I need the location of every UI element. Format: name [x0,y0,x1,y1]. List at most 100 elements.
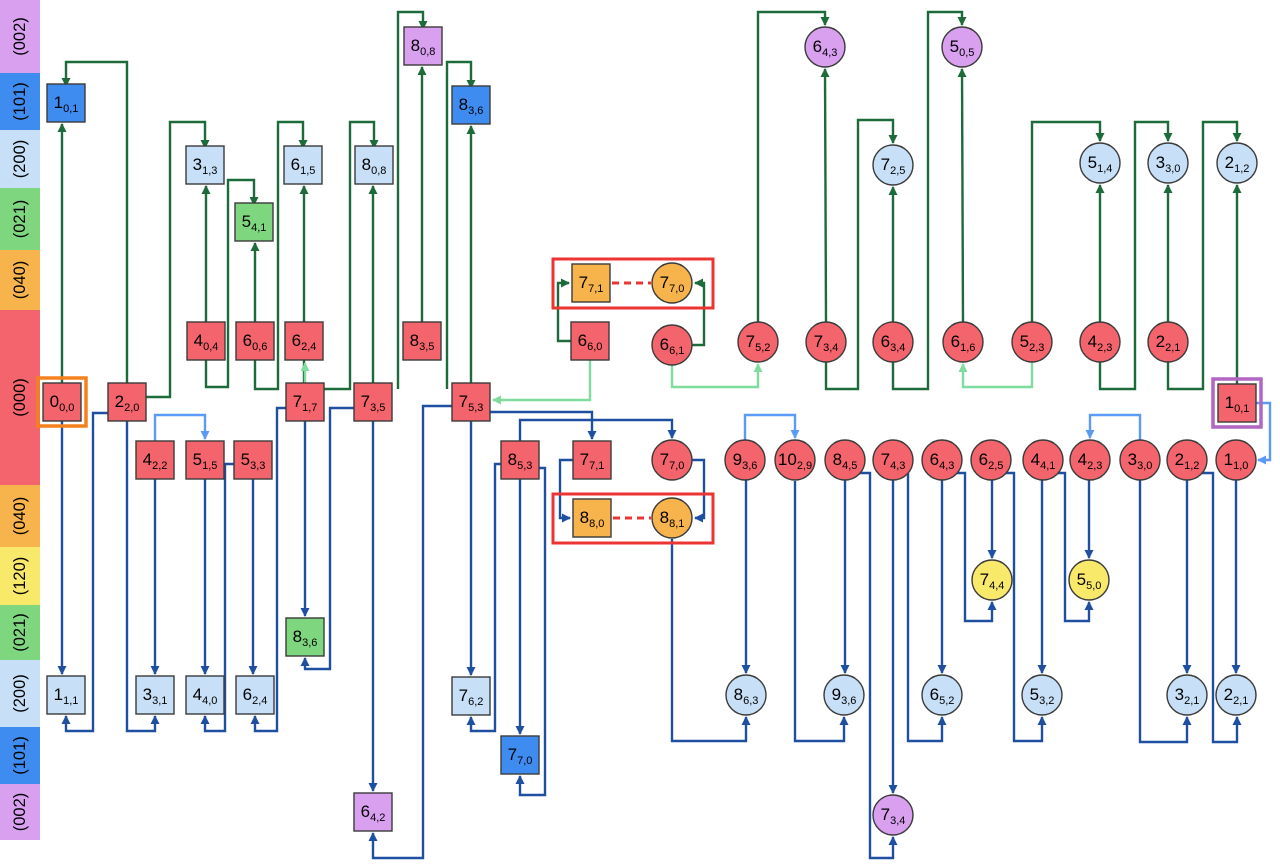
state-7-7-1: 77,1 [572,440,612,480]
transition-arrow-dg [957,68,967,323]
irrep-band-swatch [0,188,40,250]
state-shape-square [572,498,612,538]
state-7-7-0: 77,0 [500,735,540,775]
irrep-band-label: (040) [11,261,29,300]
state-4-2-2: 42,2 [135,440,175,480]
state-label: 11,1 [54,685,79,707]
state-shape-circle [1147,142,1189,184]
state-4-2-3: 42,3 [1079,321,1121,363]
state-7-4-4: 74,4 [971,559,1013,601]
state-7-3-5: 73,5 [353,382,393,422]
state-shape-circle [774,439,816,481]
state-shape-circle [724,439,766,481]
state-label: 55,0 [1077,570,1102,592]
state-label: 64,2 [361,802,386,824]
irrep-band-swatch [0,250,40,310]
state-label: 80,8 [411,36,436,58]
transition-arrows [57,10,1272,860]
state-shape-square [353,382,393,422]
irrep-band-label: (002) [11,17,29,56]
state-label: 61,6 [951,332,976,354]
state-1-0-1: 10,1 [1217,383,1257,423]
state-label: 33,1 [143,685,168,707]
state-1-0-1: 10,1 [46,83,86,123]
irrep-band-swatch [0,0,40,73]
irrep-band-(021): (021) [0,605,40,660]
state-shape-square [46,675,86,715]
transition-arrow-db [793,481,849,743]
state-shape-circle [872,439,914,481]
irrep-band-label: (120) [11,557,29,596]
state-4-0-4: 40,4 [186,321,226,361]
state-4-4-0: 44,0 [185,675,225,715]
transition-arrow-dg [146,120,210,399]
state-2-1-2: 21,2 [1166,439,1208,481]
state-shape-square [571,263,611,303]
irrep-band-label: (101) [11,736,29,775]
state-label: 80,8 [362,155,387,177]
state-shape-square [451,676,491,716]
state-shape-circle [1022,439,1064,481]
state-5-5-0: 55,0 [1068,559,1110,601]
state-label: 50,5 [950,37,975,59]
state-label: 53,3 [241,450,266,472]
transition-arrow-db [670,539,751,743]
transition-arrow-dg [824,118,898,391]
state-shape-circle [1079,142,1121,184]
transition-arrow-dg [756,10,830,322]
state-label: 10,1 [54,93,79,115]
state-label: 88,0 [580,508,605,530]
state-shape-square [1217,383,1257,423]
state-label: 42,3 [1088,332,1113,354]
state-shape-circle [1147,321,1189,363]
state-shape-square [235,675,275,715]
state-7-6-2: 76,2 [451,676,491,716]
state-label: 84,5 [833,450,858,472]
state-label: 85,3 [508,450,533,472]
state-label: 93,6 [832,685,857,707]
state-shape-square [570,321,610,361]
state-6-4-3: 64,3 [804,26,846,68]
transition-arrow-lg [670,363,763,389]
state-shape-square [46,83,86,123]
state-7-5-2: 75,2 [737,321,779,363]
irrep-band-(002): (002) [0,784,40,840]
highlight-boxes [36,257,1263,545]
transition-arrow-db [1202,471,1242,744]
state-6-6-0: 66,0 [570,321,610,361]
state-shape-square [451,382,491,422]
state-label: 83,6 [293,627,318,649]
irrep-band-label: (002) [11,793,29,832]
state-9-3-6: 93,6 [724,439,766,481]
state-shape-square [185,440,225,480]
state-label: 77,0 [508,745,533,767]
state-6-1-6: 61,6 [942,321,984,363]
state-shape-circle [651,324,693,366]
transition-arrow-dg [820,68,830,323]
state-label: 102,9 [778,450,812,472]
state-label: 32,1 [1175,685,1200,707]
state-3-2-1: 32,1 [1166,674,1208,716]
state-shape-circle [737,321,779,363]
state-3-3-0: 33,0 [1147,142,1189,184]
state-label: 72,5 [881,155,906,177]
state-label: 75,2 [746,332,771,354]
state-shape-square [284,321,324,361]
transition-arrow-dg [1166,120,1242,391]
transition-arrow-db [1006,471,1047,743]
state-label: 86,3 [734,685,759,707]
transition-arrow-db [125,421,160,733]
state-shape-circle [804,26,846,68]
irrep-band-label: (021) [11,613,29,652]
state-label: 74,4 [980,570,1005,592]
state-label: 62,4 [243,685,268,707]
irrep-band-(040): (040) [0,250,40,310]
state-6-2-4: 62,4 [284,321,324,361]
transition-arrow-lb [743,413,800,440]
state-label: 44,1 [1031,450,1056,472]
state-shape-circle [1068,559,1110,601]
state-shape-square [234,202,274,242]
